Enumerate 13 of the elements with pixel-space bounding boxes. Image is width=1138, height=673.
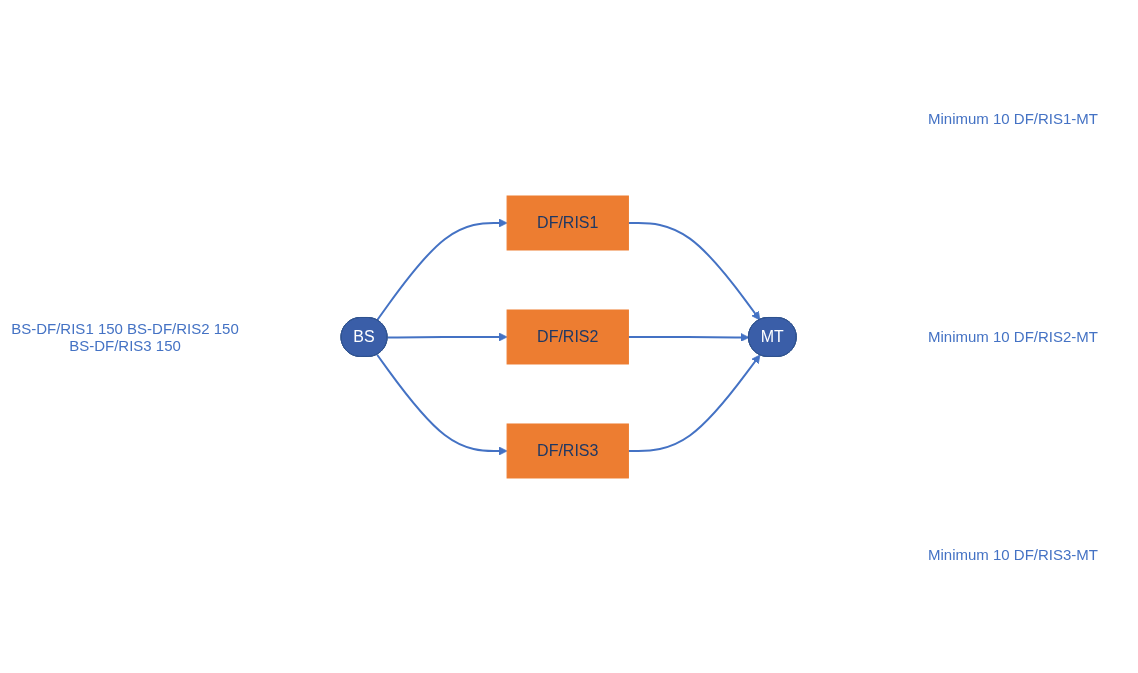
note-text: Minimum 10 DF/RIS1-MT [927,110,1099,128]
arrow [627,354,761,452]
node-box: DF/RIS1 [506,195,630,250]
arrow [376,218,508,321]
arrow [386,332,508,341]
arrow [627,332,750,342]
note-text: Minimum 10 DF/RIS2-MT [927,328,1099,345]
note-text: Minimum 10 DF/RIS3-MT [927,545,1099,563]
node-box: DF/RIS3 [506,423,630,478]
note-text: BS-DF/RIS1 150 BS-DF/RIS2 150 BS-DF/RIS3 150 [10,319,240,354]
arrow [627,221,761,320]
node-box: DF/RIS2 [506,309,630,364]
arrow [376,353,508,455]
